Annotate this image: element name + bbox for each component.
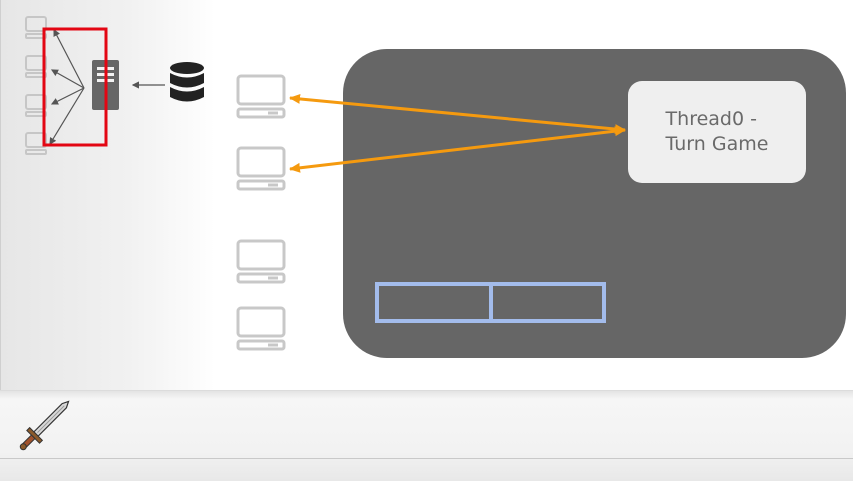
computer-icon xyxy=(236,74,286,119)
mini-computer-icon xyxy=(25,94,47,117)
thread-box: Thread0 - Turn Game xyxy=(628,81,806,183)
computer-icon xyxy=(236,239,286,284)
thread-label: Thread0 - Turn Game xyxy=(665,108,769,155)
mini-computer-icon xyxy=(25,132,47,155)
mini-connection-arrows xyxy=(49,28,165,146)
computer-icon xyxy=(236,306,286,351)
footer-divider xyxy=(0,458,853,459)
connection-arrow xyxy=(289,126,626,173)
message-queue xyxy=(375,282,606,323)
mini-computer-icon xyxy=(25,55,47,78)
queue-slot xyxy=(488,286,603,319)
database-icon xyxy=(170,62,204,102)
computer-icon xyxy=(236,146,286,191)
footer-band xyxy=(0,390,853,481)
page-border xyxy=(0,0,1,390)
highlight-rectangle xyxy=(42,27,108,147)
mini-computer-icon xyxy=(25,16,47,39)
connection-arrow xyxy=(289,93,626,135)
